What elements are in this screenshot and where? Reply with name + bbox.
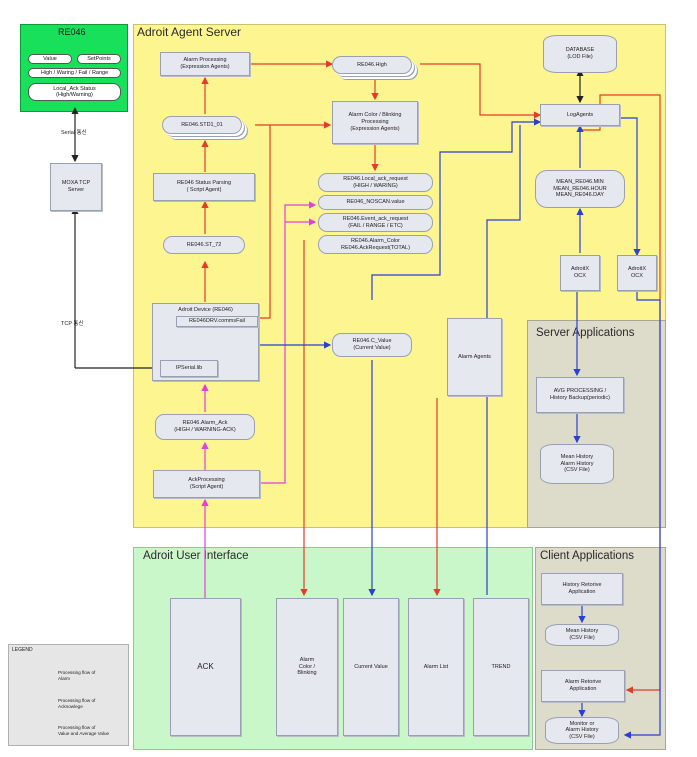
device-local-ack: Local_Ack Status (High/Warning)	[28, 83, 121, 101]
legend-panel	[8, 644, 129, 746]
device-value: Value	[28, 54, 72, 64]
comms-fail-node: RE046DRV.commsFail	[176, 316, 258, 327]
device-setpoints: SetPoints	[77, 54, 121, 64]
adroitx-ocx-1: AdroitX OCX	[560, 255, 600, 291]
ack-panel[interactable]: ACK	[170, 598, 241, 736]
alarm-color-processing-node: Alarm Color / Blinking Processing (Expre…	[332, 101, 418, 144]
re046-high-node: RE046.High	[332, 56, 412, 74]
alarm-color-blinking-panel[interactable]: Alarm Color / Blinking	[276, 598, 338, 736]
alarm-ack-node: RE046.Alarm_Ack (HIGH / WARNING-ACK)	[155, 414, 255, 440]
monitor-alarm-history-file: Monitor or Alarm History (CSV File)	[545, 717, 619, 744]
history-retrieve-app[interactable]: History Retorive Application	[541, 573, 623, 605]
moxa-tcp-server: MOXA TCP Server	[50, 163, 102, 211]
alarm-retrieve-app[interactable]: Alarm Retorive Application	[541, 670, 625, 702]
tcp-link-label: TCP 통신	[61, 321, 84, 327]
trend-panel[interactable]: TREND	[473, 598, 529, 736]
client-apps-title: Client Applications	[540, 550, 634, 562]
status-parsing-node: RE046 Status Parsing ( Script Agent)	[153, 173, 255, 201]
legend-alarm-flow: Processing flow of Alarm	[58, 670, 96, 681]
re046-std1-node: RE046.STD1_01	[162, 116, 242, 134]
legend-value-flow: Processing flow of Value and Average Val…	[58, 725, 110, 736]
alarm-agents-node: Alarm Agents	[447, 318, 502, 396]
database-node: DATABASE (LOD File)	[543, 35, 617, 73]
legend-title: LEGEND	[12, 647, 33, 653]
user-interface-title: Adroit User Interface	[143, 550, 249, 562]
legend-ack-flow: Processing flow of Acknowlege	[58, 698, 96, 709]
agent-server-title: Adroit Agent Server	[137, 25, 242, 39]
alarm-color-total-node: RE046.Alarm_Color RE046.AckRequest(TOTAL…	[318, 235, 433, 254]
event-ack-request-node: RE046.Event_ack_request (FAIL / RANGE / …	[318, 213, 433, 232]
noscan-node: RE046_NOSCAN.value	[318, 195, 433, 210]
server-history-file: Mean History Alarm History (CSV File)	[540, 444, 614, 484]
current-value-panel[interactable]: Current Value	[343, 598, 399, 736]
ipserial-lib-node: IPSerial.lib	[160, 360, 218, 377]
mean-values-node: MEAN_RE046.MIN MEAN_RE046.HOUR MEAN_RE04…	[535, 170, 625, 208]
adroit-device-label: Adroit Device (RE046)	[178, 307, 233, 313]
ack-processing-node: AckProcessing (Script Agent)	[153, 470, 260, 498]
server-apps-title: Server Applications	[536, 327, 635, 339]
alarm-list-panel[interactable]: Alarm List	[408, 598, 464, 736]
server-apps-region	[527, 320, 666, 528]
avg-processing-node: AVG PROCESSING / History Backup(periodic…	[536, 377, 624, 413]
adroitx-ocx-2: AdroitX OCX	[617, 255, 657, 291]
re046-device-title: RE046	[58, 27, 86, 37]
logagents-node: LogAgents	[540, 104, 620, 126]
client-mean-history-file: Mean History (CSV File)	[545, 624, 619, 646]
alarm-processing-node: Alarm Processing (Expression Agents)	[160, 52, 250, 76]
local-ack-request-node: RE046.Local_ack_request (HIGH / WARING)	[318, 173, 433, 192]
re046-st72-node: RE046.ST_72	[163, 236, 245, 254]
c-value-node: RE046.C_Value (Current Value)	[332, 333, 412, 357]
device-states: High / Waring / Fail / Range	[28, 68, 121, 78]
